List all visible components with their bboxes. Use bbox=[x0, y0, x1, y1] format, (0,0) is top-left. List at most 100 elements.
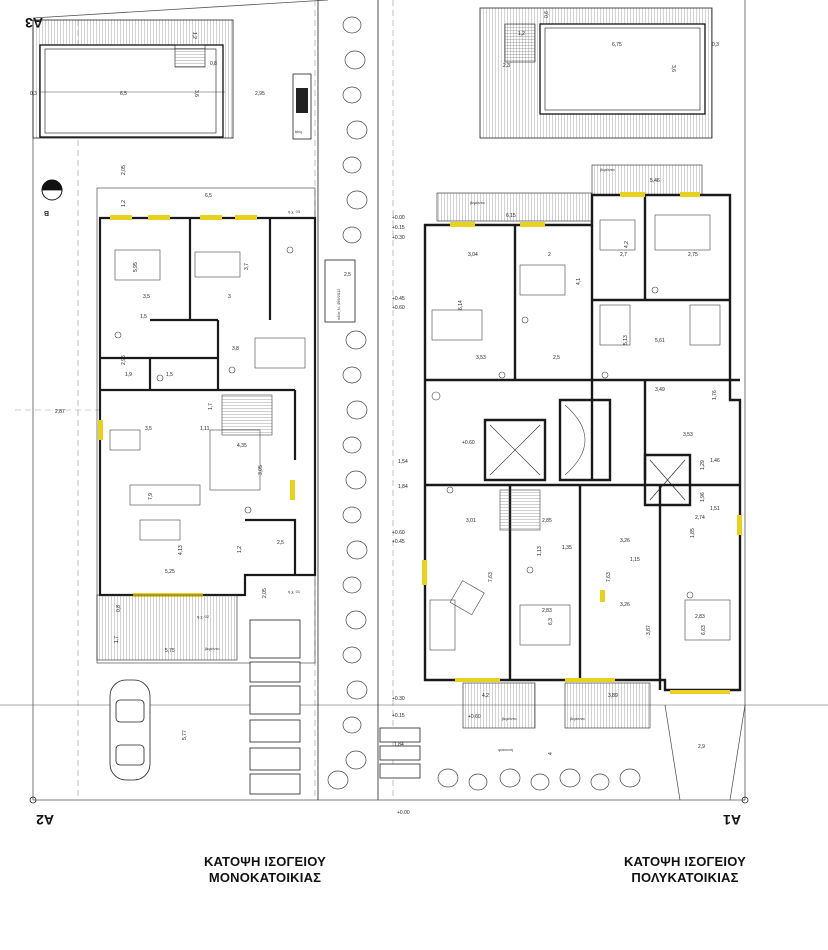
dim-label: 3,5 bbox=[145, 426, 152, 432]
dim-label: 6,3 bbox=[548, 618, 554, 625]
dim-label: 7,9 bbox=[148, 493, 154, 500]
dim-label: 7,63 bbox=[488, 572, 494, 582]
caption-apartment-block: ΚΑΤΟΨΗ ΙΣΟΓΕΙΟΥ ΠΟΛΥΚΑΤΟΙΚΙΑΣ bbox=[600, 854, 770, 886]
dim-label: 6,15 bbox=[506, 213, 516, 219]
dim-label: 1,29 bbox=[700, 460, 706, 470]
dim-label: 3,87 bbox=[646, 625, 652, 635]
level-label: +0.30 bbox=[392, 235, 405, 241]
dim-label: 4 bbox=[548, 752, 554, 755]
dim-label: 6,63 bbox=[701, 625, 707, 635]
dim-label: 2,5 bbox=[344, 272, 351, 278]
dim-label: 5,25 bbox=[165, 569, 175, 575]
level-label: η.χ. 03 bbox=[288, 209, 301, 214]
dim-label: 0,8 bbox=[116, 605, 122, 612]
dim-label: 3,49 bbox=[655, 387, 665, 393]
dim-label: 3,26 bbox=[620, 538, 630, 544]
dim-label: 3,89 bbox=[608, 693, 618, 699]
dim-label: 6,14 bbox=[458, 300, 464, 310]
dim-label: 1,85 bbox=[690, 528, 696, 538]
dim-label: 2 bbox=[548, 252, 551, 258]
dim-label: 2,95 bbox=[255, 91, 265, 97]
level-label: +0.00 bbox=[392, 215, 405, 221]
dim-label: 3,53 bbox=[683, 432, 693, 438]
dim-label: 3,53 bbox=[476, 355, 486, 361]
dim-label: 1,84 bbox=[398, 484, 408, 490]
dim-label: 0,6 bbox=[544, 11, 550, 18]
dim-label: 1,5 bbox=[140, 314, 147, 320]
dim-label: 1,13 bbox=[537, 546, 543, 556]
dim-label: 2,3 bbox=[503, 63, 510, 69]
caption-line: ΜΟΝΟΚΑΤΟΙΚΙΑΣ bbox=[208, 870, 322, 885]
veranda-label: βεράντα bbox=[570, 716, 585, 721]
caption-single-house: ΚΑΤΟΨΗ ΙΣΟΓΕΙΟΥ ΜΟΝΟΚΑΤΟΙΚΙΑΣ bbox=[180, 854, 350, 886]
caption-line: ΠΟΛΥΚΑΤΟΙΚΙΑΣ bbox=[631, 870, 739, 885]
dim-label: 4,2 bbox=[482, 693, 489, 699]
level-label: +0.15 bbox=[392, 225, 405, 231]
house-interior-fixtures bbox=[109, 246, 306, 541]
dim-label: 1,54 bbox=[398, 459, 408, 465]
dim-label: 6,5 bbox=[120, 91, 127, 97]
dim-label: 1,46 bbox=[710, 458, 720, 464]
dim-label: 4,35 bbox=[237, 443, 247, 449]
dim-label: 1,7 bbox=[114, 636, 120, 643]
level-label: +0.60 bbox=[462, 440, 475, 446]
car-icon bbox=[109, 679, 151, 781]
bbq-label: bbq bbox=[295, 129, 302, 134]
dim-label: 1,9 bbox=[125, 372, 132, 378]
level-label: +0.45 bbox=[392, 539, 405, 545]
dim-label: 5,13 bbox=[623, 335, 629, 345]
caption-line: ΚΑΤΟΨΗ ΙΣΟΓΕΙΟΥ bbox=[623, 854, 747, 869]
vegetation-label: φύτευση bbox=[498, 747, 513, 752]
north-letter: B bbox=[44, 209, 49, 216]
dim-label: 3,05 bbox=[258, 465, 264, 475]
dim-label: 4,1 bbox=[576, 278, 582, 285]
dim-label: 2,5 bbox=[553, 355, 560, 361]
north-arrow-icon bbox=[41, 179, 63, 201]
apartment-fixtures bbox=[429, 214, 731, 651]
dim-label: 2,5 bbox=[277, 540, 284, 546]
dim-label: 5,77 bbox=[182, 730, 188, 740]
dim-label: 3,5 bbox=[143, 294, 150, 300]
dim-label: 1,2 bbox=[237, 546, 243, 553]
dim-label: 2,85 bbox=[542, 518, 552, 524]
dim-label: 5,75 bbox=[165, 648, 175, 654]
dim-label: 2,75 bbox=[688, 252, 698, 258]
dim-label: 4,13 bbox=[178, 545, 184, 555]
dim-label: 4,2 bbox=[624, 241, 630, 248]
veranda-label: βεράντα bbox=[502, 716, 517, 721]
dim-label: 1,15 bbox=[630, 557, 640, 563]
tree-row bbox=[327, 16, 368, 790]
dim-label: 1,7 bbox=[208, 403, 214, 410]
dim-label: 5,95 bbox=[133, 262, 139, 272]
corner-label-a1: A1 bbox=[723, 812, 741, 828]
dim-label: 1,2 bbox=[518, 31, 525, 37]
dim-label: 1,51 bbox=[710, 506, 720, 512]
dim-label: 3,6 bbox=[193, 90, 199, 97]
level-label: +0.45 bbox=[392, 296, 405, 302]
ramp-outline bbox=[664, 704, 746, 801]
dim-label: 0,3 bbox=[30, 91, 37, 97]
dim-label: 5,46 bbox=[650, 178, 660, 184]
dim-label: 1,35 bbox=[562, 545, 572, 551]
apartment-glazing bbox=[422, 192, 742, 694]
planting-strip bbox=[437, 768, 641, 791]
dim-label: 2,7 bbox=[620, 252, 627, 258]
dim-label: 0,8 bbox=[210, 61, 217, 67]
dim-label: 1,96 bbox=[700, 492, 706, 502]
road-label: οδός Ν. 499/2012 bbox=[336, 288, 341, 320]
dim-label: 2,74 bbox=[695, 515, 705, 521]
dim-label: 3 bbox=[228, 294, 231, 300]
dim-label: 1,84 bbox=[394, 742, 404, 748]
dim-label: 5,61 bbox=[655, 338, 665, 344]
bbq-unit bbox=[292, 73, 312, 140]
dim-label: 2,87 bbox=[55, 409, 65, 415]
dim-label: 3,7 bbox=[244, 263, 250, 270]
veranda-label: βεράντα bbox=[600, 167, 615, 172]
dim-label: 1,2 bbox=[191, 32, 197, 39]
dim-label: 6,5 bbox=[205, 193, 212, 199]
veranda-label: βεράντα bbox=[470, 200, 485, 205]
dim-label: 3,01 bbox=[466, 518, 476, 524]
dim-label: 2,9 bbox=[698, 744, 705, 750]
parking-grid bbox=[249, 619, 301, 795]
